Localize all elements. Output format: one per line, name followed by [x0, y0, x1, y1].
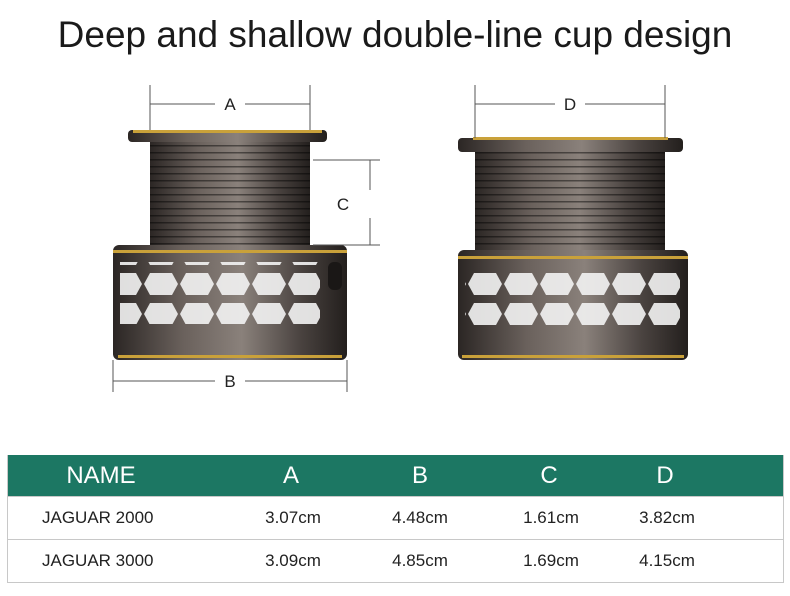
spool-deep — [113, 130, 347, 360]
cell-b: 4.85cm — [392, 551, 448, 570]
spec-table: NAME A B C D JAGUAR 2000 3.07cm 4.48cm 1… — [7, 455, 784, 583]
header-name: NAME — [66, 462, 136, 489]
page-title: Deep and shallow double-line cup design — [57, 14, 733, 55]
cell-a: 3.07cm — [265, 508, 321, 527]
cell-b: 4.48cm — [392, 508, 448, 527]
dimension-label-d: D — [563, 95, 577, 114]
table-header: NAME A B C D — [8, 455, 783, 496]
dimension-lines — [112, 85, 666, 392]
cell-d: 3.82cm — [639, 508, 695, 527]
spool-shallow — [458, 137, 688, 360]
table-row: JAGUAR 3000 3.09cm 4.85cm 1.69cm 4.15cm — [8, 539, 783, 582]
cell-name: JAGUAR 2000 — [42, 508, 154, 527]
cell-a: 3.09cm — [265, 551, 321, 570]
cell-d: 4.15cm — [639, 551, 695, 570]
cell-name: JAGUAR 3000 — [42, 551, 154, 570]
dimension-label-a: A — [224, 95, 236, 114]
dimension-label-b: B — [224, 372, 236, 391]
cell-c: 1.61cm — [523, 508, 579, 527]
cell-c: 1.69cm — [523, 551, 579, 570]
dimension-label-c: C — [336, 195, 350, 214]
header-c: C — [540, 462, 558, 489]
table-row: JAGUAR 2000 3.07cm 4.48cm 1.61cm 3.82cm — [8, 496, 783, 539]
header-a: A — [282, 462, 300, 489]
spool-illustrations — [112, 85, 688, 392]
header-b: B — [411, 462, 429, 489]
header-d: D — [656, 462, 674, 489]
